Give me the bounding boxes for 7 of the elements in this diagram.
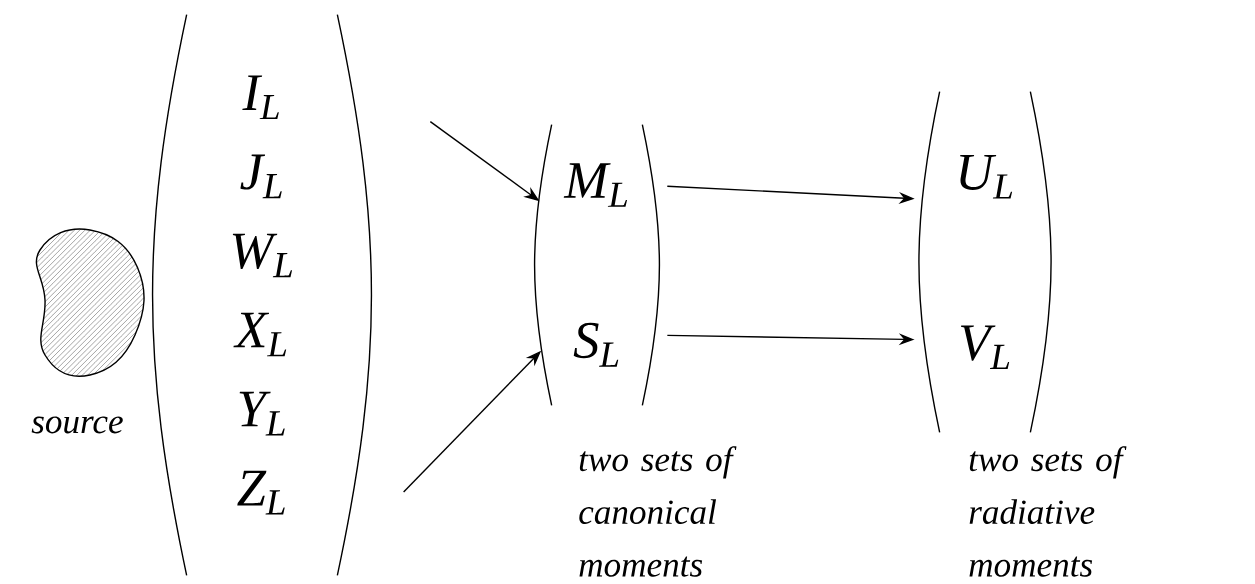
bracketed-group: M$_{L}$ S$_{L}$ bbox=[533, 123, 661, 407]
hatched-blob bbox=[35, 228, 145, 377]
node-label: two sets of canonical moments bbox=[579, 446, 737, 577]
node-label: two sets of radiative moments bbox=[969, 446, 1127, 577]
bracketed-group: U$_{L}$ V$_{L}$ bbox=[918, 90, 1052, 434]
source-label: source bbox=[31, 416, 123, 434]
bracketed-group: I$_{L}$ J$_{L}$ W$_{L}$ X$_{L}$ Y$_{L}$ Z$_{L}$ bbox=[151, 13, 373, 577]
